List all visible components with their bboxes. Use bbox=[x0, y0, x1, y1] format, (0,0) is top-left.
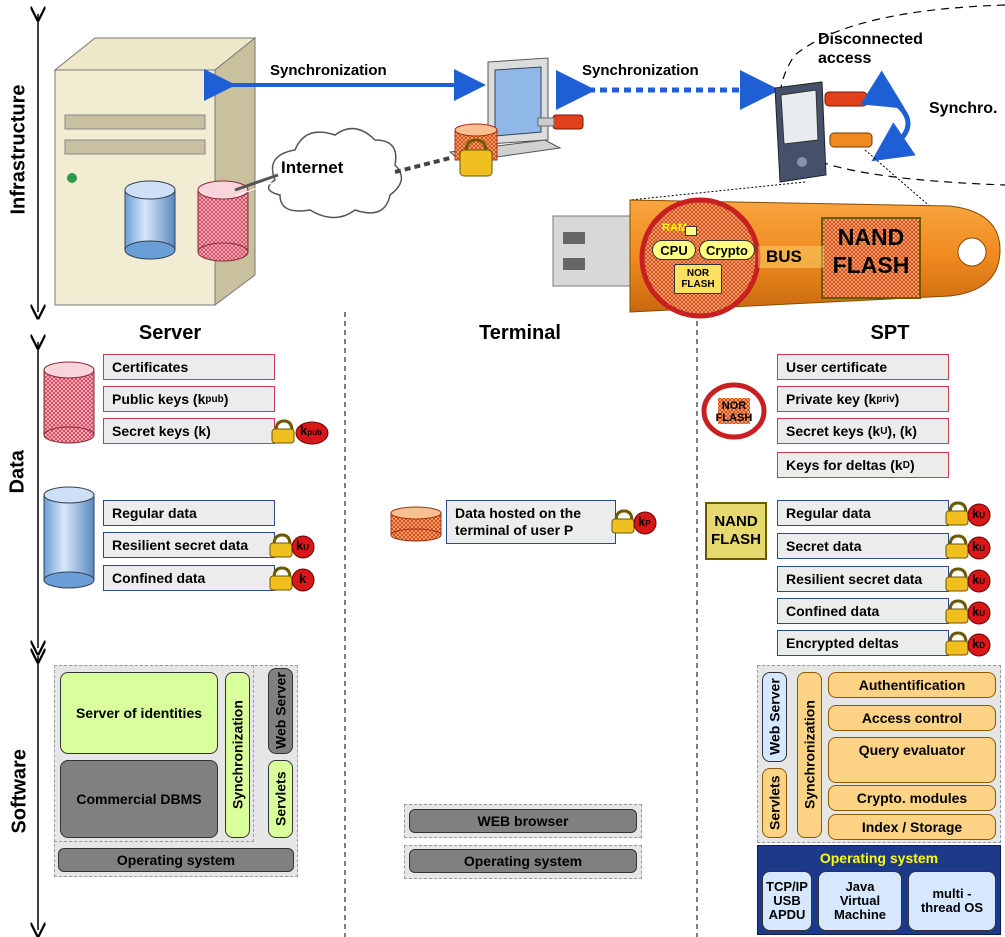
lock-icon: kU bbox=[944, 534, 994, 560]
access-control-box: Access control bbox=[828, 705, 996, 731]
disconnected-access-label: Disconnected access bbox=[818, 31, 923, 68]
spt-web-server-box: Web Server bbox=[762, 672, 787, 762]
internet-label: Internet bbox=[281, 158, 344, 177]
synchro-loop-arrow bbox=[860, 70, 916, 162]
usb-key-small-1 bbox=[824, 91, 868, 107]
server-servlets-box: Servlets bbox=[268, 760, 293, 838]
web-browser-box: WEB browser bbox=[409, 809, 637, 833]
lock-icon: kP bbox=[610, 509, 660, 535]
pda-icon bbox=[774, 81, 827, 183]
server-operating-system-box: Operating system bbox=[58, 848, 294, 872]
query-evaluator-box: Query evaluator bbox=[828, 737, 996, 783]
spt-nor-flash-label: NOR FLASH bbox=[715, 400, 753, 425]
lock-icon: kU bbox=[268, 533, 318, 559]
chip-ram-label: RAM bbox=[662, 222, 688, 234]
server-data-cylinders bbox=[43, 361, 95, 589]
crypto-modules-box: Crypto. modules bbox=[828, 785, 996, 811]
spt-nand-flash-chip: NAND FLASH bbox=[705, 502, 767, 560]
spt-confined-data: Confined data bbox=[777, 598, 949, 624]
usb-key-small-2 bbox=[829, 132, 873, 148]
synchro-label: Synchro. bbox=[929, 100, 998, 117]
chip-crypto: Crypto bbox=[699, 240, 755, 260]
chip-nor-flash: NOR FLASH bbox=[674, 264, 722, 294]
column-title-server: Server bbox=[138, 322, 202, 344]
server-resilient-secret-data: Resilient secret data bbox=[103, 532, 275, 558]
multithread-os-box: multi - thread OS bbox=[908, 871, 996, 931]
terminal-data-cylinder bbox=[390, 506, 442, 542]
server-regular-data: Regular data bbox=[103, 500, 275, 526]
server-certificates: Certificates bbox=[103, 354, 275, 380]
server-of-identities-box: Server of identities bbox=[60, 672, 218, 754]
infrastructure-illustration bbox=[53, 4, 1005, 319]
java-virtual-machine-box: Java Virtual Machine bbox=[818, 871, 902, 931]
usb-key-large-icon bbox=[552, 197, 1001, 319]
authentification-box: Authentification bbox=[828, 672, 996, 698]
sync-label-terminal-spt: Synchronization bbox=[582, 62, 699, 79]
spt-regular-data: Regular data bbox=[777, 500, 949, 526]
internet-cloud-icon bbox=[267, 127, 403, 219]
terminal-operating-system-box: Operating system bbox=[409, 849, 637, 873]
chip-bus: BUS bbox=[766, 247, 802, 266]
spt-secret-data: Secret data bbox=[777, 533, 949, 559]
server-web-server-box: Web Server bbox=[268, 668, 293, 754]
server-tower-icon bbox=[53, 36, 257, 306]
spt-user-certificate: User certificate bbox=[777, 354, 949, 380]
server-secret-keys: Secret keys (k) bbox=[103, 418, 275, 444]
terminal-hosted-data: Data hosted on the terminal of user P bbox=[446, 500, 616, 544]
spt-operating-system-panel: Operating system TCP/IP USB APDU Java Vi… bbox=[757, 845, 1001, 935]
lock-icon: k bbox=[268, 566, 318, 592]
chip-ram-block bbox=[685, 226, 697, 236]
lock-icon: kU bbox=[944, 599, 994, 625]
index-storage-box: Index / Storage bbox=[828, 814, 996, 840]
lock-icon: kpub bbox=[270, 419, 330, 445]
terminal-lock-icon bbox=[459, 138, 493, 177]
sync-label-server-terminal: Synchronization bbox=[270, 62, 387, 79]
chip-cpu: CPU bbox=[652, 240, 696, 260]
spt-resilient-secret-data: Resilient secret data bbox=[777, 566, 949, 592]
axes-arrows bbox=[0, 0, 60, 937]
server-synchronization-box: Synchronization bbox=[225, 672, 250, 838]
terminal-laptop-icon bbox=[448, 57, 584, 163]
commercial-dbms-box: Commercial DBMS bbox=[60, 760, 218, 838]
spt-nor-flash-chip bbox=[701, 382, 767, 440]
server-confined-data: Confined data bbox=[103, 565, 275, 591]
spt-encrypted-deltas: Encrypted deltas bbox=[777, 630, 949, 656]
chip-nand-flash: NAND FLASH bbox=[832, 224, 910, 278]
server-database-icon bbox=[124, 180, 249, 262]
lock-icon: kD bbox=[944, 631, 994, 657]
lock-icon: kU bbox=[944, 567, 994, 593]
column-title-spt: SPT bbox=[870, 322, 910, 344]
spt-servlets-box: Servlets bbox=[762, 768, 787, 838]
spt-operating-system-title: Operating system bbox=[819, 850, 939, 866]
lock-icon: kU bbox=[944, 501, 994, 527]
spt-synchronization-box: Synchronization bbox=[797, 672, 822, 838]
column-title-terminal: Terminal bbox=[479, 322, 561, 344]
tcp-usb-apdu-box: TCP/IP USB APDU bbox=[762, 871, 812, 931]
